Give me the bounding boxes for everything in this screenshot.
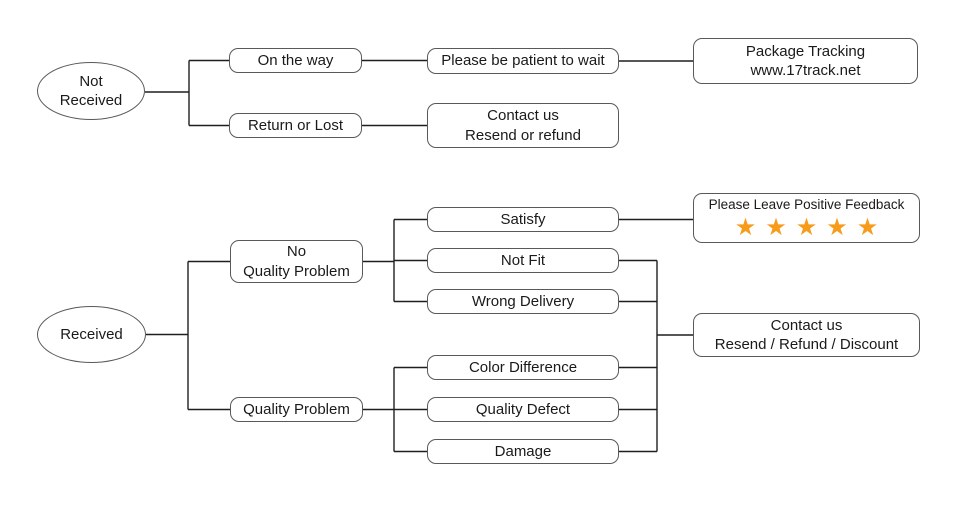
edge-not-received-branch xyxy=(145,59,229,127)
node-not-received: Not Received xyxy=(37,62,145,120)
edge-collector-to-contact xyxy=(619,259,693,453)
node-no-quality-problem-line2: Quality Problem xyxy=(243,262,350,280)
edge-received-branch xyxy=(146,260,230,411)
node-satisfy: Satisfy xyxy=(427,207,619,232)
node-please-be-patient: Please be patient to wait xyxy=(427,48,619,74)
node-contact-us-top: Contact us Resend or refund xyxy=(427,103,619,148)
node-received: Received xyxy=(37,306,146,363)
node-damage: Damage xyxy=(427,439,619,464)
node-no-quality-problem-line1: No xyxy=(286,243,307,260)
node-positive-feedback: Please Leave Positive Feedback ★★★★★ xyxy=(693,193,920,243)
node-color-difference-label: Color Difference xyxy=(468,358,578,376)
node-on-the-way: On the way xyxy=(229,48,362,73)
node-not-received-line1: Not xyxy=(79,72,103,90)
node-return-or-lost: Return or Lost xyxy=(229,113,362,138)
node-quality-defect: Quality Defect xyxy=(427,397,619,422)
node-contact-us-top-line2: Resend or refund xyxy=(465,126,581,144)
node-damage-label: Damage xyxy=(494,442,552,460)
node-package-tracking-line1: Package Tracking xyxy=(745,42,866,60)
node-please-be-patient-label: Please be patient to wait xyxy=(441,52,605,70)
node-not-received-line2: Received xyxy=(59,92,123,109)
node-received-label: Received xyxy=(60,325,123,343)
node-no-quality-problem: No Quality Problem xyxy=(230,240,363,283)
node-quality-problem-label: Quality Problem xyxy=(243,400,350,418)
node-return-or-lost-label: Return or Lost xyxy=(247,116,344,134)
node-wrong-delivery: Wrong Delivery xyxy=(427,289,619,314)
node-not-fit: Not Fit xyxy=(427,248,619,273)
node-wrong-delivery-label: Wrong Delivery xyxy=(471,292,575,310)
node-satisfy-label: Satisfy xyxy=(500,210,546,228)
node-color-difference: Color Difference xyxy=(427,355,619,380)
node-contact-us-bottom-line2: Resend / Refund / Discount xyxy=(714,336,899,353)
node-quality-problem: Quality Problem xyxy=(230,397,363,422)
node-not-fit-label: Not Fit xyxy=(500,251,546,269)
node-quality-defect-label: Quality Defect xyxy=(475,400,571,418)
node-contact-us-bottom-line1: Contact us xyxy=(770,316,843,334)
node-package-tracking: Package Tracking www.17track.net xyxy=(693,38,918,84)
node-contact-us-bottom: Contact us Resend / Refund / Discount xyxy=(693,313,920,357)
package-tracking-url: www.17track.net xyxy=(750,62,861,79)
node-positive-feedback-label: Please Leave Positive Feedback xyxy=(708,196,905,212)
edge-no-quality-problem-fanout xyxy=(363,218,427,303)
five-stars-icon: ★★★★★ xyxy=(734,213,888,242)
edge-quality-problem-fanout xyxy=(363,366,427,453)
node-on-the-way-label: On the way xyxy=(257,51,334,69)
node-contact-us-top-line1: Contact us xyxy=(487,107,559,124)
